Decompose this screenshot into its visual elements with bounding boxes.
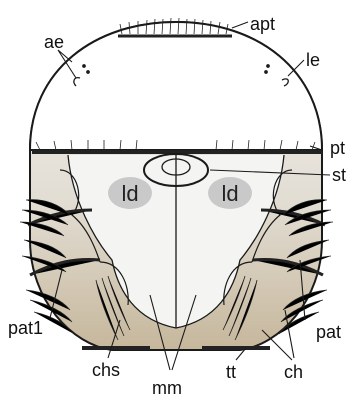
label-mm: mm [152, 378, 182, 398]
label-apt: apt [250, 14, 275, 34]
label-chs: chs [92, 360, 120, 380]
ld-right-label: ld [221, 181, 238, 206]
label-pat: pat [316, 322, 341, 342]
label-tt: tt [226, 362, 236, 382]
label-le: le [306, 50, 320, 70]
label-pat1: pat1 [8, 318, 43, 338]
label-pt: pt [330, 138, 345, 158]
label-st: st [332, 165, 346, 185]
ld-left-label: ld [121, 181, 138, 206]
label-ae: ae [44, 32, 64, 52]
label-ch: ch [284, 362, 303, 382]
